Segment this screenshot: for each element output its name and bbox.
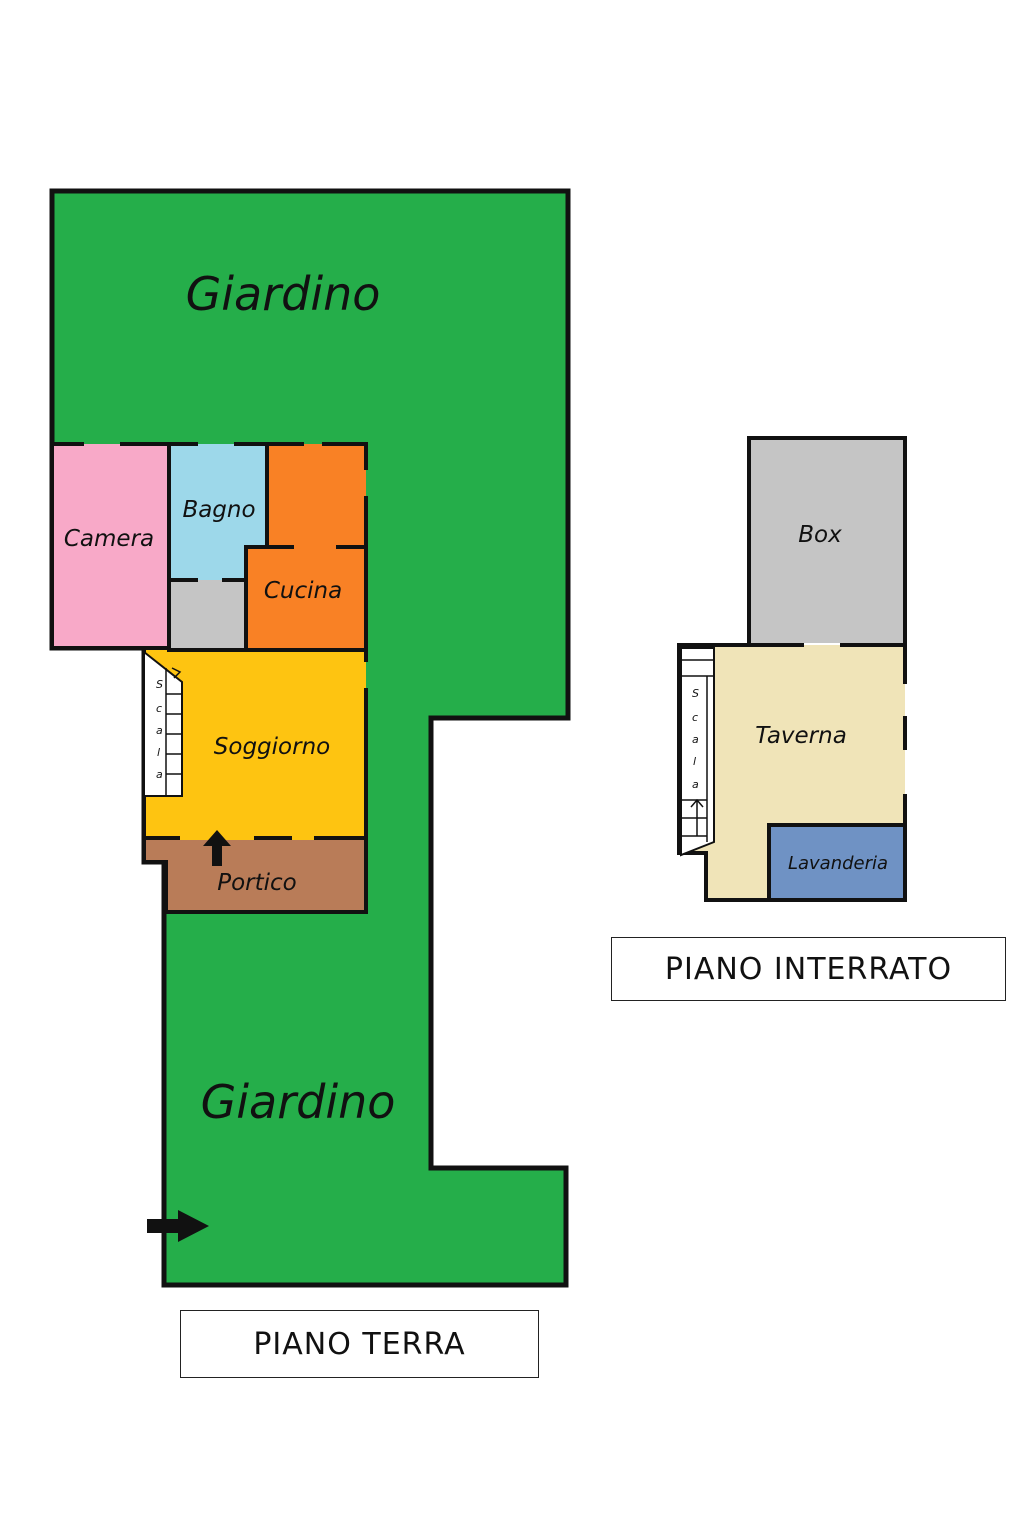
basement-stair-outline — [680, 647, 715, 857]
basement-stair-letter: l — [693, 755, 696, 768]
ground-stair-outline — [143, 649, 183, 797]
ground-stair-arrow-icon — [171, 667, 182, 679]
soggiorno-label: Soggiorno — [214, 734, 330, 760]
cucina-room — [246, 444, 366, 648]
box-label: Box — [798, 522, 842, 548]
basement-stair: S c a l a — [680, 647, 715, 857]
camera-room — [52, 444, 169, 646]
basement-floor-caption-text: PIANO INTERRATO — [664, 951, 953, 987]
ground-stair-letter: a — [156, 768, 163, 781]
portico-label: Portico — [217, 870, 297, 896]
taverna-label: Taverna — [755, 723, 847, 749]
house-walls — [50, 442, 368, 914]
garden-entrance-arrow-icon — [147, 1210, 209, 1242]
lavanderia-room — [769, 825, 905, 900]
lavanderia-label: Lavanderia — [788, 853, 888, 874]
cucina-label: Cucina — [264, 578, 342, 604]
taverna-room — [679, 645, 905, 900]
portico-area — [144, 840, 366, 912]
garden-top-label: Giardino — [186, 267, 381, 321]
garden-bottom-label: Giardino — [201, 1075, 396, 1129]
ground-stair-letter: a — [156, 724, 163, 737]
basement-stair-letter: a — [692, 733, 699, 746]
basement-walls — [677, 436, 907, 902]
basement-stair-arrow-icon — [690, 798, 704, 836]
ground-stair-letter: l — [157, 746, 160, 759]
hallway-area — [169, 580, 246, 650]
bagno-label: Bagno — [182, 497, 255, 523]
ground-stair-letter: c — [156, 702, 162, 715]
camera-label: Camera — [64, 526, 154, 552]
basement-floor-plan: S c a l a Box Taverna Lavanderia — [677, 436, 907, 902]
basement-stair-letter: S — [692, 687, 699, 700]
ground-stair: S c a l a — [143, 649, 183, 797]
ground-floor-plan: S c a l a Giardino Giardino Camera Bagno… — [49, 188, 571, 1288]
basement-stair-letter: a — [692, 778, 699, 791]
ground-floor-caption: PIANO TERRA — [180, 1310, 539, 1378]
box-room — [749, 438, 905, 643]
ground-stair-letter: S — [156, 678, 163, 691]
basement-stair-letter: c — [692, 711, 698, 724]
portico-entrance-arrow-icon — [203, 830, 231, 866]
basement-floor-caption: PIANO INTERRATO — [611, 937, 1006, 1001]
ground-floor-caption-text: PIANO TERRA — [253, 1326, 466, 1362]
